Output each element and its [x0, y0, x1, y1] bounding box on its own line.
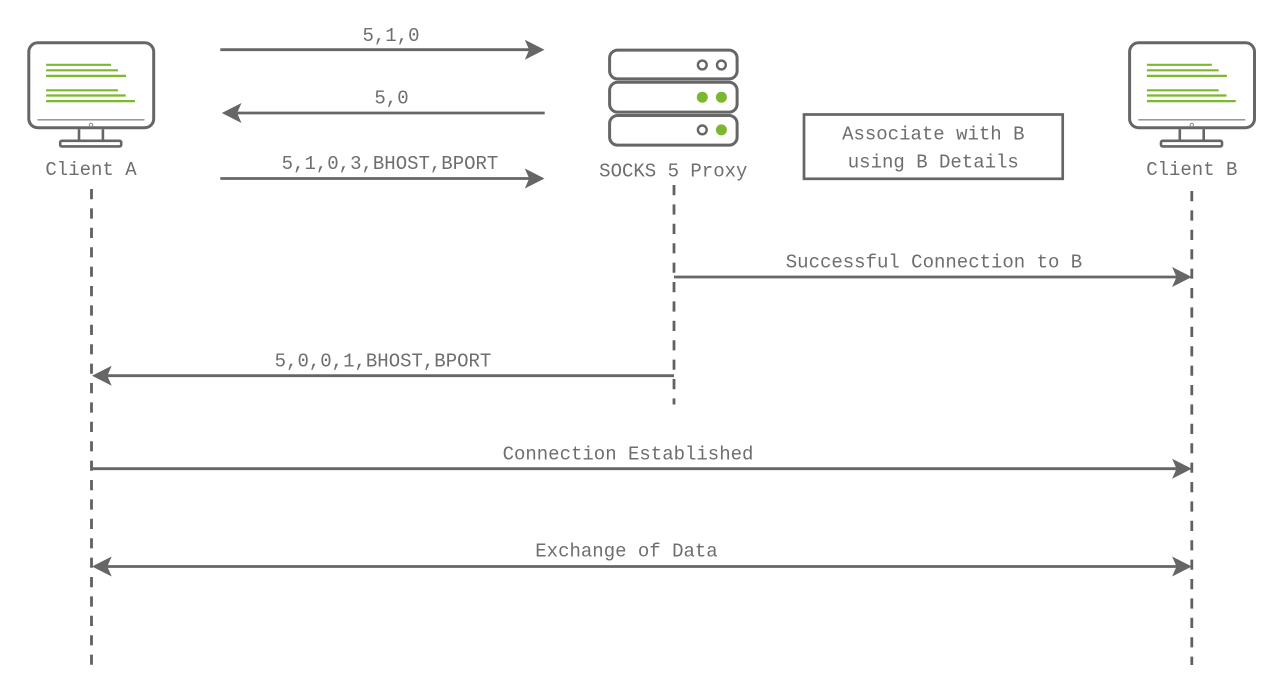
svg-text:Client B: Client B	[1146, 159, 1237, 181]
svg-text:5,0: 5,0	[374, 88, 408, 110]
svg-text:Exchange of Data: Exchange of Data	[535, 541, 717, 563]
svg-text:Associate with B: Associate with B	[842, 124, 1024, 146]
svg-text:Successful Connection to B: Successful Connection to B	[786, 252, 1082, 274]
svg-text:SOCKS 5 Proxy: SOCKS 5 Proxy	[599, 161, 747, 183]
svg-text:5,0,0,1,BHOST,BPORT: 5,0,0,1,BHOST,BPORT	[275, 350, 492, 372]
svg-text:Client A: Client A	[45, 159, 137, 181]
svg-text:5,1,0,3,BHOST,BPORT: 5,1,0,3,BHOST,BPORT	[282, 153, 499, 175]
svg-text:using B Details: using B Details	[848, 152, 1019, 174]
svg-text:5,1,0: 5,1,0	[362, 25, 419, 47]
svg-text:Connection Established: Connection Established	[503, 443, 754, 465]
